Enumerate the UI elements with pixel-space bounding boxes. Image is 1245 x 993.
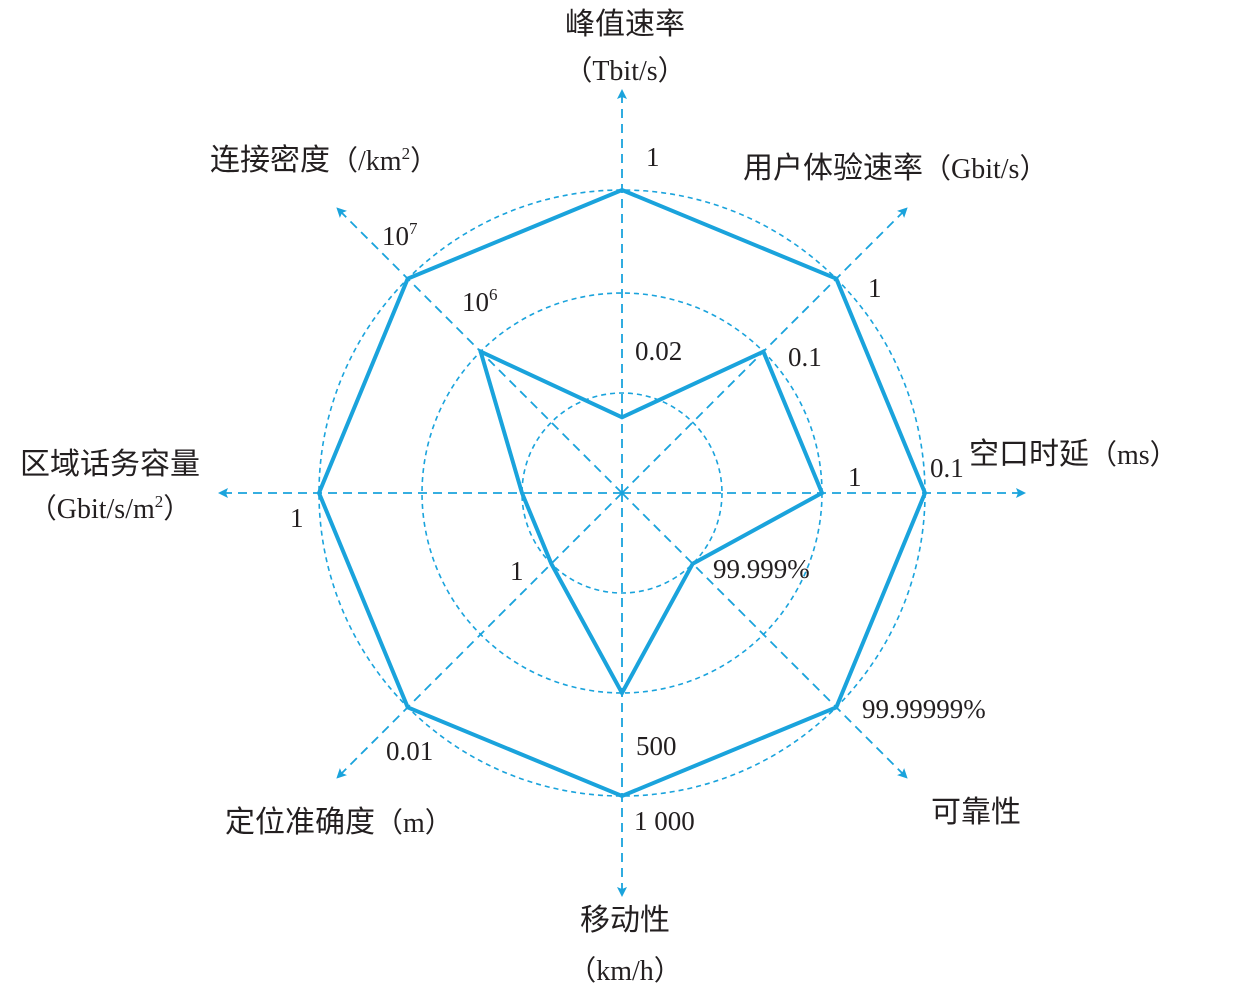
axis-unit-latency: （ms） xyxy=(1089,439,1178,471)
tick-positioning-outer: 0.01 xyxy=(386,736,433,766)
axis-line-6 xyxy=(336,492,623,779)
tick-mobility-inner: 500 xyxy=(636,731,677,761)
axis-name-traffic-capacity: 区域话务容量 xyxy=(20,448,200,481)
series-polygon-1 xyxy=(477,347,825,698)
axis-unit-positioning: （m） xyxy=(375,807,453,839)
axis-unit-traffic-capacity: （Gbit/s/m2​） xyxy=(29,492,192,525)
tick-traffic-capacity-outer: 1 xyxy=(290,503,304,533)
axis-name-reliability: 可靠性 xyxy=(931,796,1021,829)
tick-user-rate-inner: 0.1 xyxy=(788,342,822,372)
tick-connection-density-inner: 106​ xyxy=(462,285,498,317)
axis-name-mobility: 移动性 xyxy=(580,904,670,937)
axis-name-latency: 空口时延 xyxy=(969,438,1089,471)
tick-peak-rate-inner: 0.02 xyxy=(635,336,682,366)
axis-name-connection-density: 连接密度 xyxy=(210,144,330,177)
tick-mobility-outer: 1 000 xyxy=(634,806,695,836)
axis-name-positioning: 定位准确度 xyxy=(225,806,375,839)
tick-connection-density-outer: 107​ xyxy=(382,219,418,251)
axis-lines xyxy=(218,89,1026,897)
grid-ring-1 xyxy=(521,392,723,594)
data-series xyxy=(316,187,928,799)
series-polygon-2 xyxy=(316,187,928,799)
axis-line-4 xyxy=(621,492,908,779)
axis-name-peak-rate: 峰值速率 xyxy=(565,8,685,41)
tick-peak-rate-outer: 1 xyxy=(646,142,660,172)
axis-name-user-rate: 用户体验速率 xyxy=(743,152,923,185)
tick-latency-outer: 0.1 xyxy=(930,453,964,483)
tick-positioning-inner: 1 xyxy=(510,556,524,586)
tick-reliability-outer: 99.99999% xyxy=(862,694,986,724)
axis-unit-connection-density: （/km2​） xyxy=(330,144,438,177)
axis-unit-user-rate: （Gbit/s） xyxy=(923,153,1047,185)
tick-user-rate-outer: 1 xyxy=(868,273,882,303)
axis-unit-peak-rate: （Tbit/s） xyxy=(564,55,685,87)
axis-unit-mobility: （km/h） xyxy=(568,955,682,987)
tick-latency-inner: 1 xyxy=(848,462,862,492)
tick-reliability-inner: 99.999% xyxy=(713,554,810,584)
